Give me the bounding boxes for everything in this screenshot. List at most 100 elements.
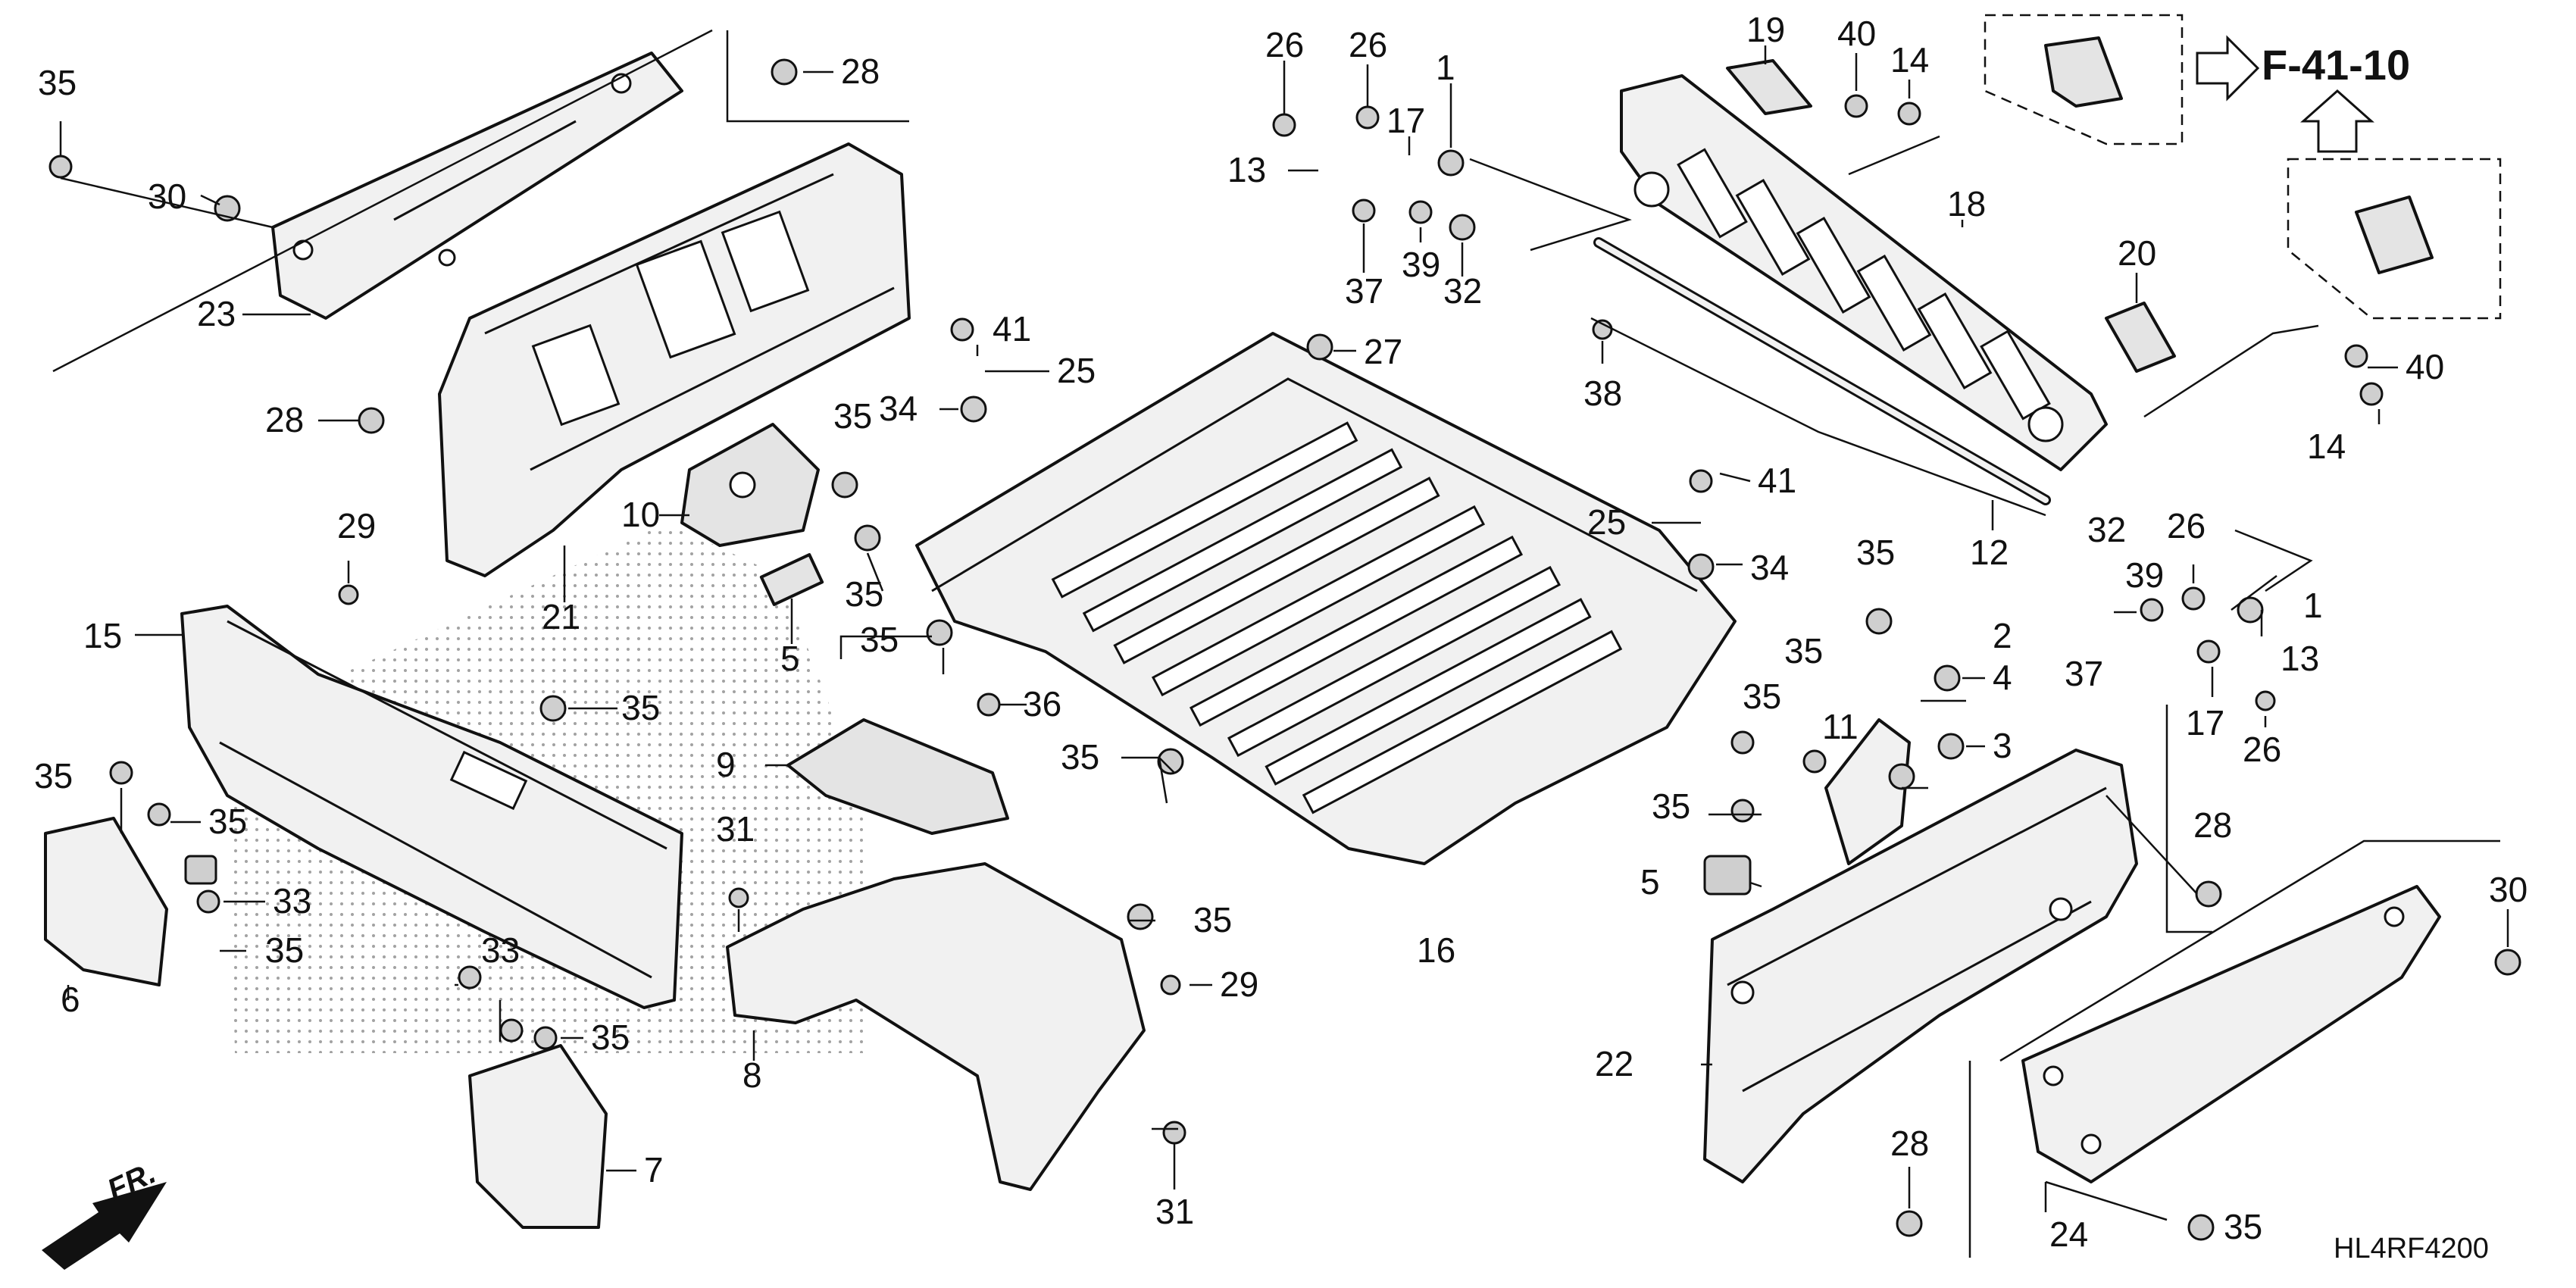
callout-3: 3 [1993, 726, 2012, 765]
callout-35: 35 [38, 63, 77, 102]
callout-25: 25 [1057, 351, 1096, 390]
part-12-rod-highlight [1596, 239, 2049, 503]
part-21-left-side-panel [438, 142, 911, 577]
part-22-right-side-panel [1703, 749, 2138, 1183]
callout-29: 29 [1220, 964, 1258, 1004]
inset-detail-right [2287, 158, 2502, 320]
callout-17: 17 [2186, 703, 2224, 742]
callout-34: 34 [879, 389, 918, 428]
callout-41: 41 [993, 309, 1031, 349]
callout-28: 28 [841, 52, 880, 91]
callout-29: 29 [337, 506, 376, 546]
part-8-bracket [726, 862, 1146, 1191]
callout-39: 39 [1402, 245, 1440, 284]
callout-6: 6 [61, 980, 80, 1019]
callout-18: 18 [1947, 184, 1986, 224]
callout-5: 5 [1640, 862, 1660, 902]
callout-35: 35 [2224, 1207, 2262, 1246]
callout-28: 28 [2193, 805, 2232, 845]
part-15-rear-cross-member [180, 605, 683, 1009]
leader-lines [52, 29, 2509, 1258]
callout-33: 33 [481, 930, 520, 970]
callout-15: 15 [83, 616, 122, 655]
part-5-clip-left [759, 553, 824, 606]
callout-38: 38 [1583, 374, 1622, 413]
callout-labels: 35 28 30 23 28 21 10 35 35 29 15 5 35 35… [34, 10, 2528, 1254]
callout-16: 16 [1417, 930, 1455, 970]
inset-detail-top [1984, 14, 2184, 145]
callout-40: 40 [2406, 347, 2444, 386]
callout-1: 1 [1436, 48, 1455, 87]
reference-arrow-up [2300, 89, 2374, 153]
callout-26: 26 [2243, 730, 2281, 769]
callout-20: 20 [2118, 233, 2156, 273]
part-6-corner-bracket [44, 817, 168, 986]
part-16-bed-floor [915, 332, 1737, 865]
callout-26: 26 [2167, 506, 2206, 546]
callout-5: 5 [780, 639, 800, 678]
callout-41: 41 [1758, 461, 1796, 500]
callout-27: 27 [1364, 332, 1402, 371]
callout-37: 37 [2065, 654, 2103, 693]
callout-35: 35 [1743, 677, 1781, 716]
callout-30: 30 [148, 177, 186, 216]
drawing-code: HL4RF4200 [2334, 1233, 2489, 1265]
callout-39: 39 [2125, 555, 2164, 595]
callout-14: 14 [2307, 427, 2346, 466]
callout-17: 17 [1386, 101, 1425, 140]
callout-1: 1 [2303, 586, 2323, 625]
reference-arrow-right [2196, 35, 2260, 102]
callout-32: 32 [1443, 271, 1482, 311]
callout-25: 25 [1587, 502, 1626, 542]
callout-10: 10 [621, 495, 660, 534]
callout-35: 35 [591, 1018, 630, 1057]
callout-24: 24 [2049, 1215, 2088, 1254]
callout-35: 35 [1193, 900, 1232, 939]
callout-26: 26 [1265, 25, 1304, 64]
part-19-latch [1726, 59, 1812, 115]
callout-37: 37 [1345, 271, 1383, 311]
callout-40: 40 [1837, 14, 1876, 53]
callout-21: 21 [542, 597, 580, 636]
callout-7: 7 [644, 1150, 664, 1190]
part-7-corner-bracket [468, 1044, 608, 1229]
callout-19: 19 [1746, 10, 1785, 49]
callout-23: 23 [197, 294, 236, 333]
part-20-latch [2105, 302, 2176, 373]
callout-33: 33 [273, 881, 311, 921]
part-9-plate [786, 718, 1009, 835]
part-23-side-cover [271, 52, 683, 320]
callout-28: 28 [1890, 1124, 1929, 1163]
front-direction-arrow: FR. [42, 1156, 167, 1270]
floor-ribs [1051, 421, 1623, 814]
callout-36: 36 [1023, 684, 1061, 724]
callout-35: 35 [860, 620, 899, 659]
callout-35: 35 [265, 930, 304, 970]
callout-35: 35 [208, 802, 247, 841]
callout-13: 13 [1227, 150, 1266, 189]
callout-28: 28 [265, 400, 304, 439]
callout-22: 22 [1595, 1044, 1633, 1083]
callout-26: 26 [1349, 25, 1387, 64]
callout-30: 30 [2489, 870, 2528, 909]
callout-35: 35 [1784, 631, 1823, 671]
callout-13: 13 [2281, 639, 2319, 678]
callout-2: 2 [1993, 616, 2012, 655]
callout-9: 9 [716, 745, 736, 784]
callout-14: 14 [1890, 40, 1929, 80]
part-10-bracket [680, 423, 820, 547]
callout-34: 34 [1750, 548, 1789, 587]
callout-4: 4 [1993, 658, 2012, 697]
callout-35: 35 [845, 574, 883, 614]
callout-35: 35 [1652, 786, 1690, 826]
callout-32: 32 [2087, 510, 2126, 549]
part-18-tailgate [1620, 74, 2108, 471]
fasteners [48, 58, 2521, 1241]
callout-8: 8 [742, 1055, 762, 1095]
callout-35: 35 [833, 396, 872, 436]
callout-35: 35 [1856, 533, 1895, 572]
callout-35: 35 [621, 688, 660, 727]
reference-label: F-41-10 [2262, 41, 2410, 89]
callout-11: 11 [1822, 707, 1859, 746]
